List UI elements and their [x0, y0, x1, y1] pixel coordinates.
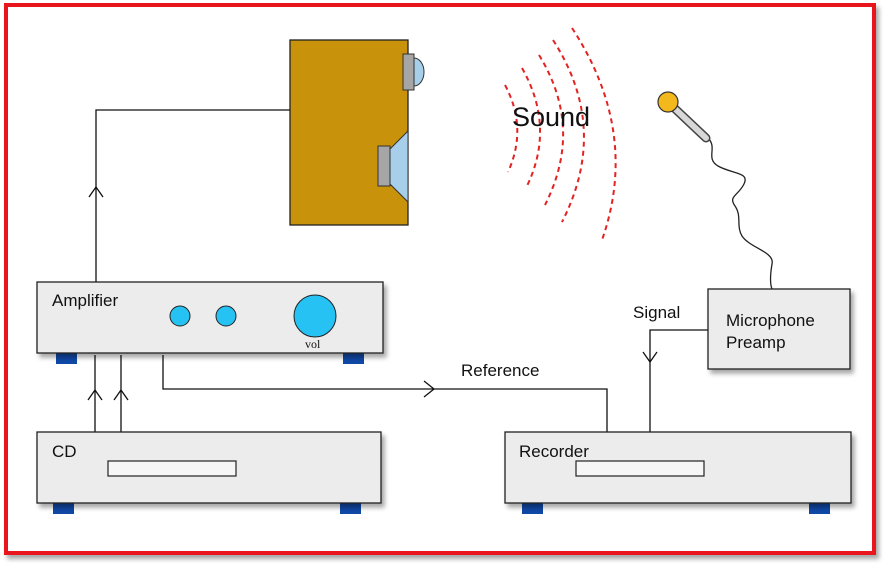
reference-label: Reference — [461, 361, 539, 380]
signal-wire — [649, 329, 708, 432]
cd-to-amp-arrow-right — [113, 388, 129, 401]
amplifier-foot-left — [56, 352, 77, 364]
amp-to-speaker-wire — [95, 109, 290, 282]
amplifier-foot-right — [343, 352, 364, 364]
cd-foot-left — [53, 502, 74, 514]
cd-foot-right — [340, 502, 361, 514]
tweeter-dome-icon — [413, 57, 425, 87]
microphone-head-icon — [657, 91, 679, 113]
microphone-cable — [707, 137, 773, 290]
recorder-foot-right — [809, 502, 830, 514]
recorder-slot — [575, 460, 705, 477]
sound-wave-4 — [552, 39, 585, 223]
sound-wave-2 — [521, 67, 541, 189]
amp-to-speaker-arrow — [88, 185, 104, 198]
preamp-label-line2: Preamp — [726, 333, 786, 352]
amplifier-knob-1 — [169, 305, 191, 327]
microphone-preamp: Microphone Preamp — [707, 288, 851, 370]
sound-waves — [504, 27, 617, 241]
amplifier-label: Amplifier — [52, 291, 118, 310]
sound-wave-3 — [538, 54, 565, 206]
volume-knob-label: vol — [305, 337, 321, 351]
wires — [87, 109, 708, 432]
speaker-cabinet — [289, 39, 409, 226]
recorder-foot-left — [522, 502, 543, 514]
sound-wave-5 — [571, 27, 617, 241]
recorder-label: Recorder — [519, 442, 589, 461]
signal-arrow — [642, 351, 658, 364]
sound-wave-1 — [504, 84, 519, 173]
volume-knob — [293, 294, 337, 338]
reference-arrow — [423, 380, 436, 398]
sound-label: Sound — [512, 102, 590, 132]
tweeter — [402, 53, 415, 91]
woofer — [377, 145, 391, 187]
amplifier: Amplifier vol — [36, 281, 384, 364]
microphone — [657, 91, 773, 290]
cd-body — [36, 431, 382, 504]
preamp-label-line1: Microphone — [726, 311, 815, 330]
recorder: Recorder — [504, 431, 852, 514]
microphone-handle-highlight — [667, 101, 709, 141]
reference-wire — [162, 355, 608, 432]
cd-to-amp-arrow-left — [87, 388, 103, 401]
signal-label: Signal — [633, 303, 680, 322]
cd-label: CD — [52, 442, 77, 461]
cd-disc-slot — [107, 460, 237, 477]
preamp-body — [707, 288, 851, 370]
amplifier-knob-2 — [215, 305, 237, 327]
cd-player: CD — [36, 431, 382, 514]
speaker — [289, 39, 425, 226]
